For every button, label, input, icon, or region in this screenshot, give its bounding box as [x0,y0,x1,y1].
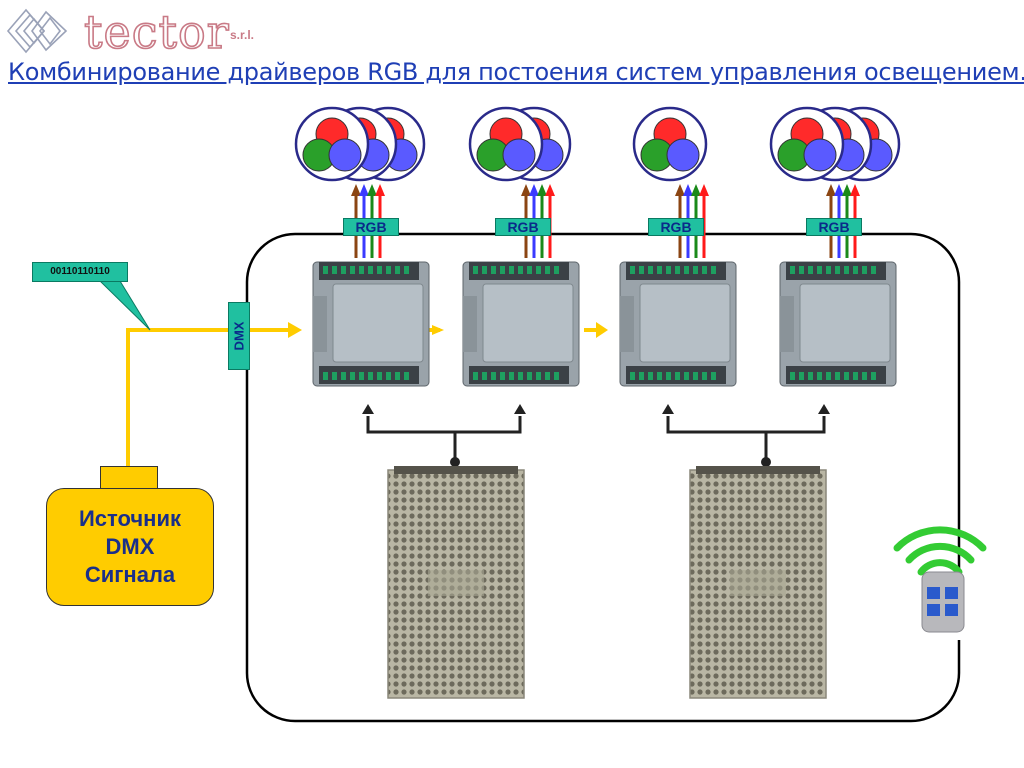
led-driver-icon [619,261,737,387]
power-wiring [366,416,826,462]
led-driver-icon [312,261,430,387]
wifi-icon [893,526,987,576]
rgb-lamp-icon [294,106,370,182]
dmx-chain-arrow-icon [596,322,608,338]
company-logo: tector s.r.l. [4,5,274,59]
dmx-arrow-icon [288,322,302,338]
rgb-output-label: RGB [495,218,551,236]
power-supply-icon [689,466,827,699]
led-driver-icon [462,261,580,387]
remote-control-icon [921,571,965,633]
dmx-source-box[interactable]: Источник DMX Сигнала [46,488,214,606]
source-line-2: DMX [105,534,155,559]
bits-callout-pointer [98,280,151,331]
rgb-output-label: RGB [343,218,399,236]
source-connector [100,466,158,489]
rgb-lamp-icon [632,106,708,182]
rgb-lamp-icon [769,106,845,182]
page-title[interactable]: Комбинирование драйверов RGB для постоен… [8,58,1024,86]
source-line-3: Сигнала [84,562,176,587]
source-line-1: Источник [78,506,182,531]
rgb-output-label: RGB [648,218,704,236]
dmx-connector-label: DMX [228,302,250,370]
power-supply-icon [387,466,525,699]
logo-wordmark: tector [83,5,230,59]
rgb-output-label: RGB [806,218,862,236]
power-arrow-heads [362,404,830,467]
rgb-lamp-icon [468,106,544,182]
led-driver-icon [779,261,897,387]
dmx-bits-callout: 00110110110 [32,262,128,282]
logo-suffix: s.r.l. [230,28,255,42]
dmx-signal-line [126,328,292,466]
logo-emblem-icon [6,8,68,54]
enclosure-border [245,232,961,723]
